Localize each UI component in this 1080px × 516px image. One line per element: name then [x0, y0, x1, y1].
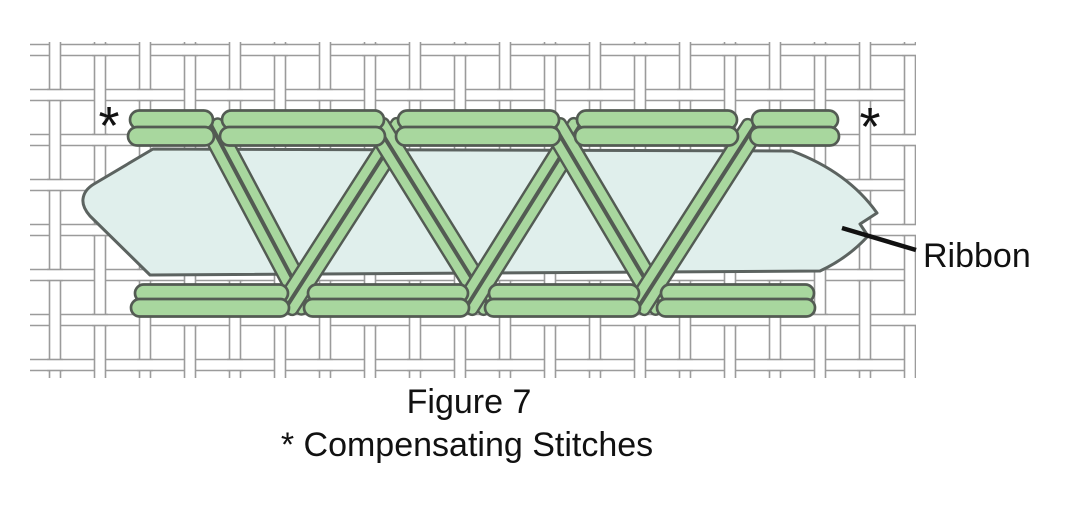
compensating-stitch-bar-top — [126, 125, 216, 147]
stitch-bar-bottom — [655, 297, 817, 318]
caption-line1: Figure 7 — [407, 383, 532, 421]
horizontal-stitches — [126, 109, 841, 318]
ribbon-label: Ribbon — [923, 237, 1031, 275]
stitch-bar-top — [573, 125, 740, 147]
caption-line2: * Compensating Stitches — [281, 426, 653, 464]
diagonal-stitch-strand — [545, 125, 660, 314]
diagonal-stitch-strand — [629, 120, 752, 307]
stitch-bar-bottom — [129, 297, 291, 318]
diagonal-stitch-strand — [457, 119, 578, 307]
compensating-stitch-bar-top — [748, 125, 841, 147]
diagonal-stitch-strand — [202, 125, 306, 314]
ribbon-pointer-line — [841, 225, 917, 253]
diagonal-stitch-strand — [640, 127, 763, 314]
stitch-bar-bottom — [302, 297, 471, 318]
stitch-bar-bottom — [483, 297, 642, 318]
stitch-bar-top — [218, 125, 387, 147]
asterisk-right-marker: * — [859, 97, 880, 157]
asterisk-left-marker: * — [98, 96, 119, 156]
diagonal-stitch-strand — [368, 126, 488, 314]
diagonal-stitch-strand — [277, 119, 401, 307]
stitch-bar-top — [394, 125, 562, 147]
ribbon-band — [81, 147, 879, 277]
diagonal-stitches — [199, 116, 766, 317]
